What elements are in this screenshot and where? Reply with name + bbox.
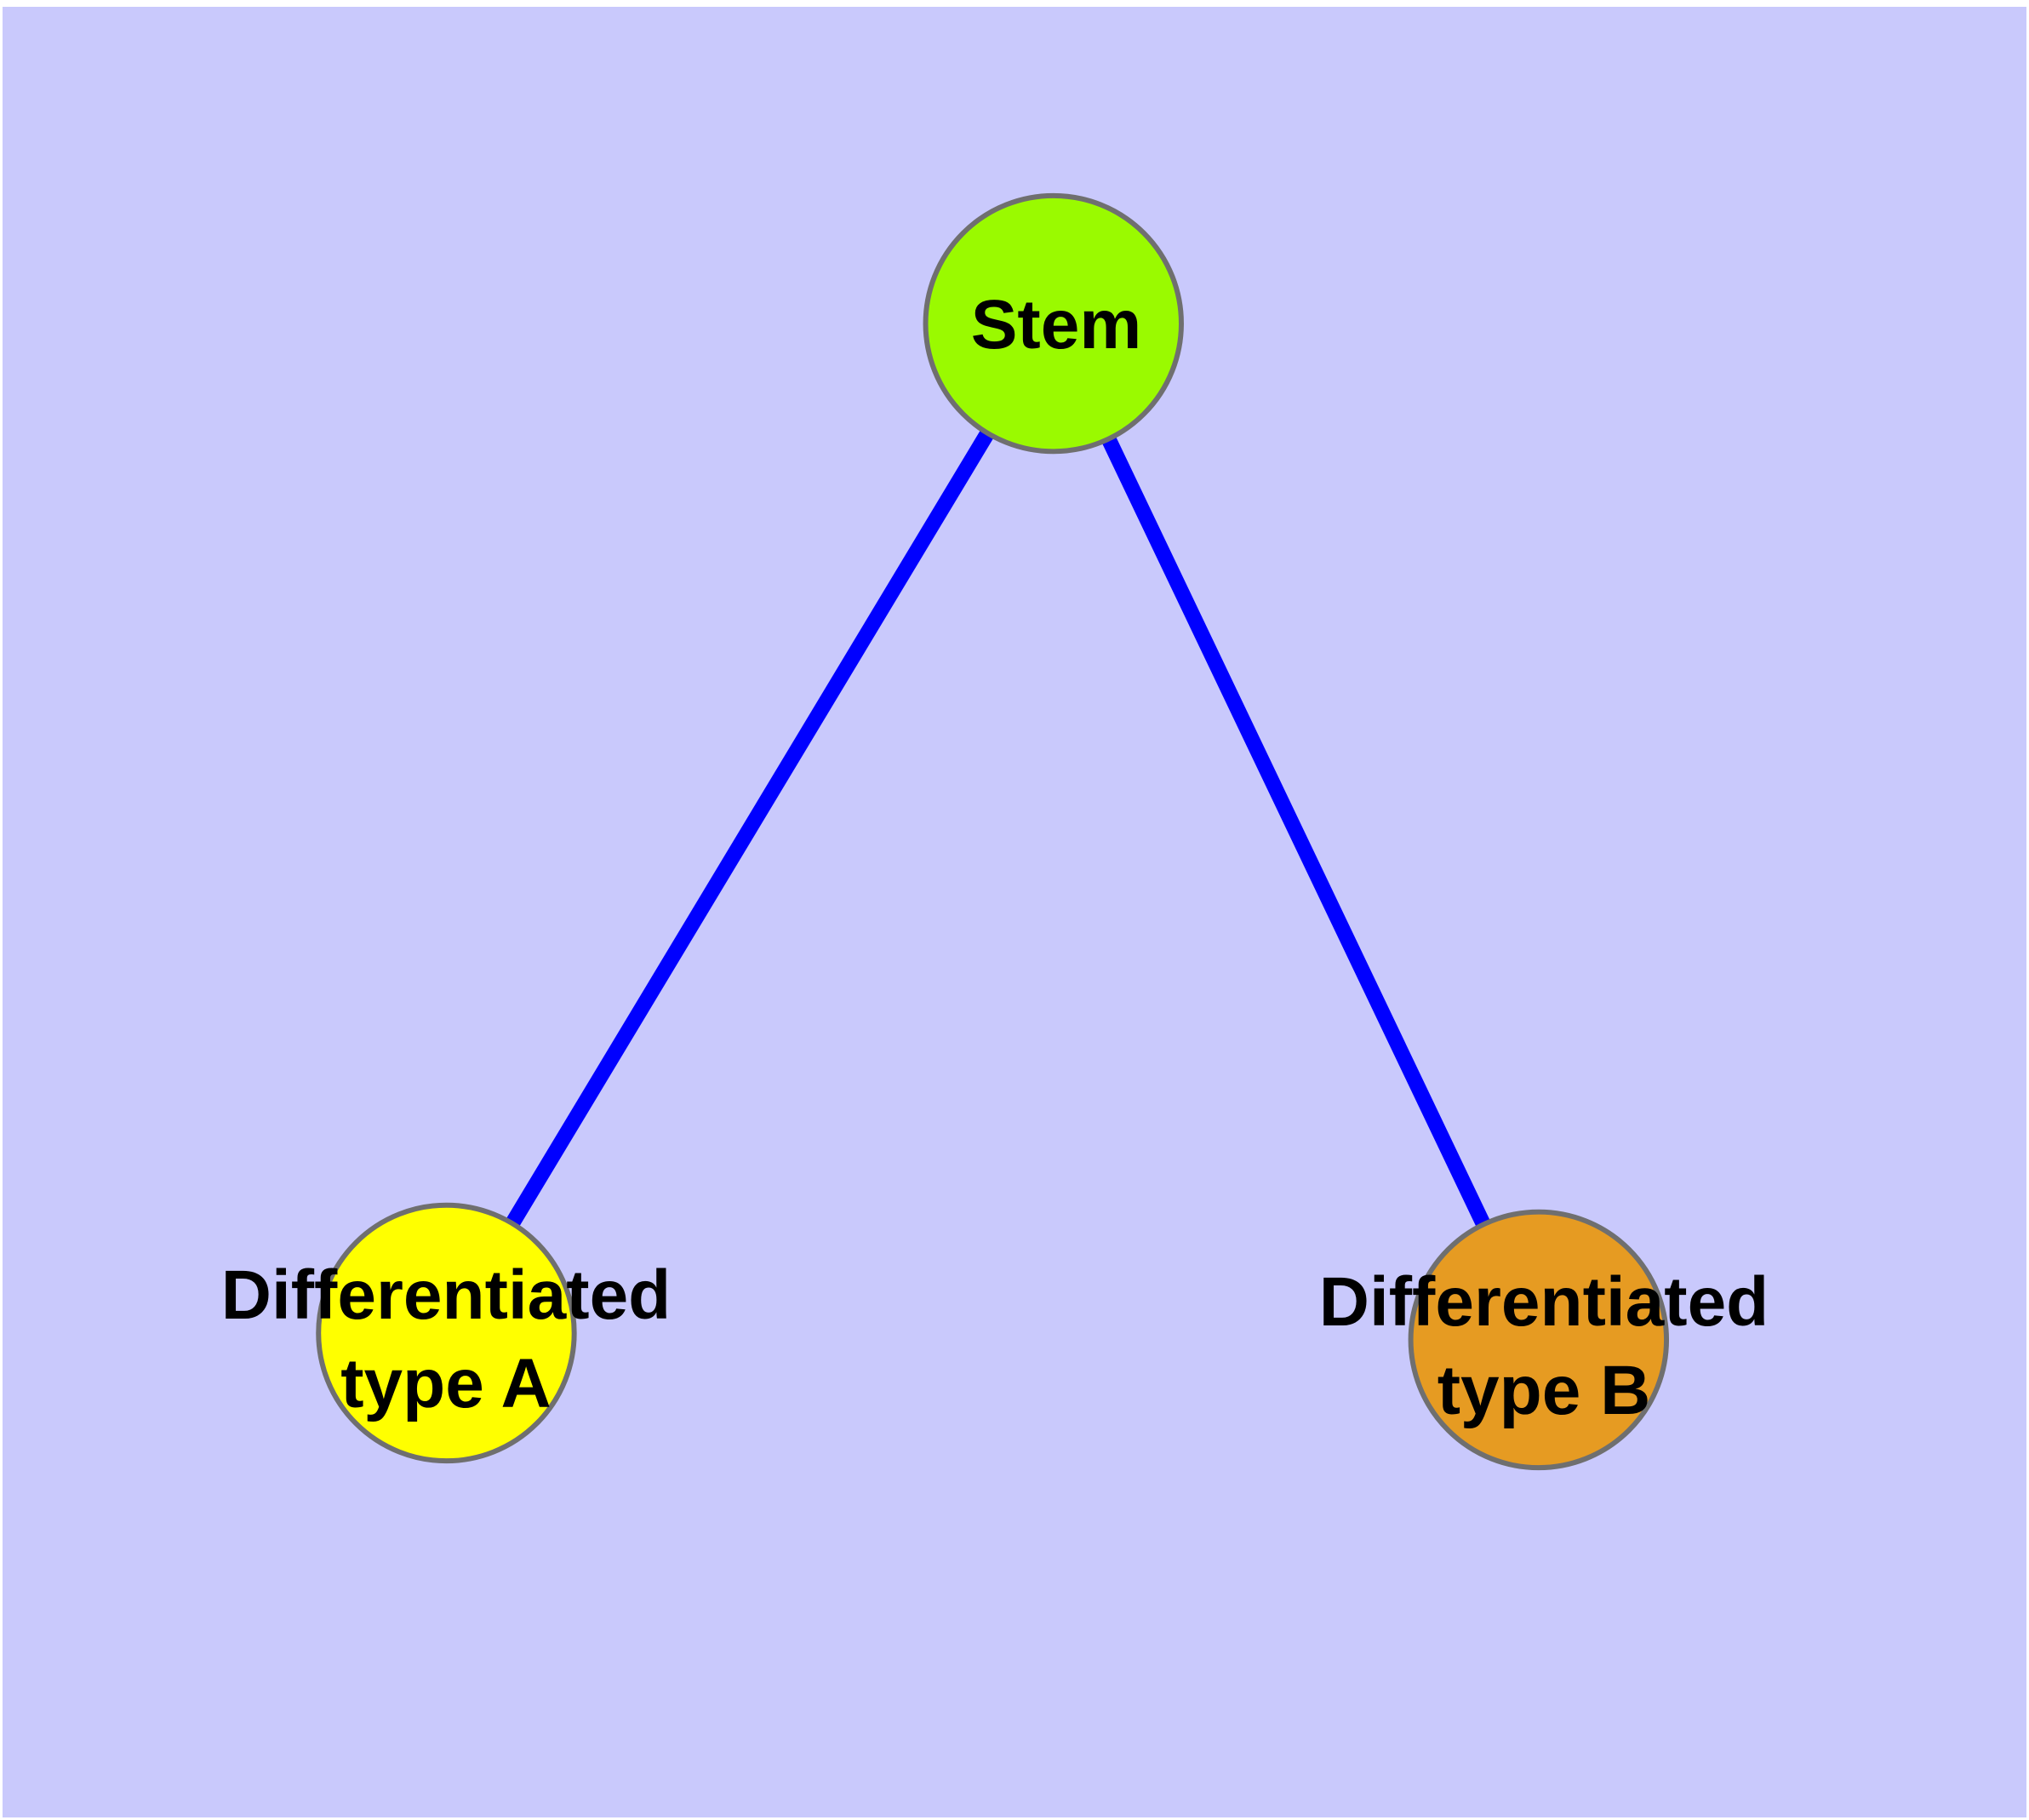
edge-stem-diff-a (439, 319, 1060, 1337)
node-label-differentiated-type-b: Differentiated type B (1319, 1258, 1769, 1435)
edge-stem-diff-b (1046, 320, 1546, 1343)
node-diff-a (316, 1202, 577, 1464)
diff-a-label-line1: Differentiated (220, 1256, 672, 1334)
diff-b-label-line2: type B (1437, 1352, 1651, 1429)
diff-b-label-line1: Differentiated (1318, 1263, 1769, 1341)
node-label-differentiated-type-a: Differentiated type A (221, 1251, 672, 1428)
graph-svg (316, 192, 1670, 1471)
node-diff-b (1408, 1209, 1670, 1471)
node-stem (923, 192, 1184, 455)
stem-label-text: Stem (970, 286, 1142, 363)
diff-a-label-line2: type A (340, 1345, 552, 1422)
node-label-stem: Stem (971, 281, 1142, 369)
